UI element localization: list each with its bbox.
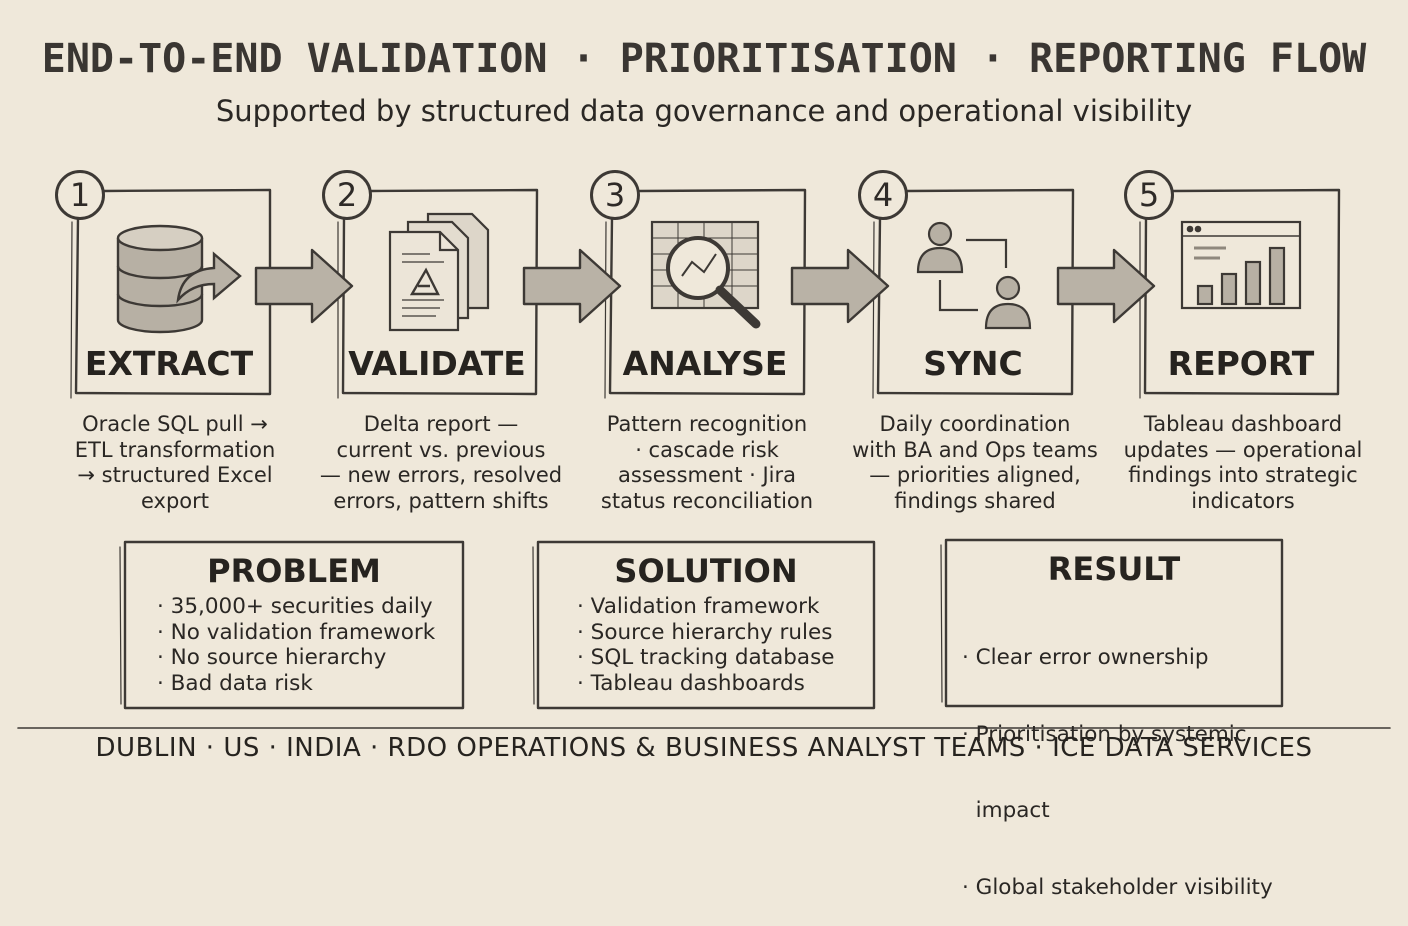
- step-desc-line: errors, pattern shifts: [333, 488, 549, 513]
- list-item: · Bad data risk: [157, 670, 313, 696]
- documents-icon: [388, 212, 490, 332]
- panel-list-solution: · Validation framework · Source hierarch…: [577, 594, 835, 696]
- page-title: END-TO-END VALIDATION · PRIORITISATION ·…: [41, 36, 1367, 82]
- step-badge-3: 3: [590, 170, 640, 220]
- list-item: impact: [962, 798, 1050, 823]
- list-item: · Global stakeholder visibility: [962, 874, 1273, 900]
- list-item: · SQL tracking database: [577, 645, 835, 670]
- step-desc-line: assessment · Jira: [617, 463, 797, 487]
- page-subtitle: Supported by structured data governance …: [215, 94, 1193, 128]
- list-item: · Clear error ownership: [962, 645, 1209, 670]
- step-desc-line: Delta report —: [363, 412, 519, 436]
- step-desc-line: export: [140, 488, 210, 513]
- flow-arrow-2-3: [522, 248, 622, 324]
- step-desc-line: findings shared: [894, 488, 1056, 513]
- step-box-2: [337, 188, 539, 399]
- people-sync-icon: [916, 221, 1032, 330]
- step-title-validate: VALIDATE: [348, 344, 526, 383]
- step-desc-line: indicators: [1191, 488, 1295, 513]
- step-desc-line: · cascade risk: [635, 437, 779, 462]
- step-box-1: [70, 188, 272, 399]
- step-desc-line: updates — operational: [1123, 437, 1363, 462]
- step-badge-1: 1: [55, 170, 105, 220]
- panel-title-problem: PROBLEM: [207, 552, 381, 590]
- list-item: · No source hierarchy: [157, 645, 387, 670]
- step-desc-line: — new errors, resolved: [319, 463, 563, 487]
- list-item: · No validation framework: [157, 619, 436, 645]
- step-badge-5: 5: [1124, 170, 1174, 220]
- step-box-5: [1139, 188, 1341, 399]
- database-export-icon: [116, 224, 242, 334]
- panel-box-solution: [532, 540, 876, 710]
- panel-box-result: [940, 538, 1284, 708]
- flow-diagram-sketch: [17, 188, 1391, 729]
- flow-arrow-4-5: [1056, 248, 1156, 324]
- step-title-report: REPORT: [1167, 344, 1315, 383]
- panel-title-result: RESULT: [1047, 550, 1181, 588]
- list-item: · Prioritisation by systemic: [962, 721, 1247, 747]
- step-box-3: [604, 188, 807, 399]
- list-item: · Validation framework: [577, 594, 820, 619]
- step-desc-sync: Daily coordination with BA and Ops teams…: [844, 412, 1106, 514]
- panel-list-problem: · 35,000+ securities daily · No validati…: [157, 594, 435, 696]
- step-desc-line: ETL transformation: [74, 437, 276, 462]
- panel-box-problem: [119, 540, 465, 710]
- footer-text: DUBLIN · US · INDIA · RDO OPERATIONS & B…: [95, 733, 1313, 763]
- step-desc-line: — priorities aligned,: [869, 463, 1081, 487]
- step-desc-line: status reconciliation: [600, 488, 814, 513]
- step-desc-line: findings into strategic: [1128, 463, 1358, 487]
- panel-title-solution: SOLUTION: [614, 552, 798, 590]
- dashboard-chart-icon: [1180, 220, 1302, 310]
- list-item: · Source hierarchy rules: [577, 619, 833, 645]
- step-desc-line: with BA and Ops teams: [852, 437, 1098, 462]
- step-desc-line: Tableau dashboard: [1143, 412, 1343, 436]
- step-desc-line: → structured Excel: [77, 463, 273, 487]
- magnifier-chart-icon: [650, 220, 761, 329]
- step-desc-line: Daily coordination: [879, 412, 1071, 436]
- step-desc-analyse: Pattern recognition · cascade risk asses…: [576, 412, 838, 514]
- step-box-4: [872, 188, 1075, 399]
- step-badge-2: 2: [322, 170, 372, 220]
- step-desc-line: Pattern recognition: [606, 412, 808, 436]
- step-desc-extract: Oracle SQL pull → ETL transformation → s…: [44, 412, 306, 514]
- list-item: · 35,000+ securities daily: [157, 594, 433, 619]
- step-badge-4: 4: [858, 170, 908, 220]
- list-item: · Tableau dashboards: [577, 670, 805, 696]
- step-desc-report: Tableau dashboard updates — operational …: [1112, 412, 1374, 514]
- step-desc-line: Oracle SQL pull →: [82, 412, 268, 436]
- flow-arrow-1-2: [254, 248, 354, 324]
- step-title-extract: EXTRACT: [84, 344, 254, 383]
- step-title-analyse: ANALYSE: [622, 344, 788, 383]
- step-desc-validate: Delta report — current vs. previous — ne…: [310, 412, 572, 514]
- step-title-sync: SYNC: [923, 344, 1023, 383]
- step-desc-line: current vs. previous: [336, 437, 546, 462]
- flow-arrow-3-4: [790, 248, 890, 324]
